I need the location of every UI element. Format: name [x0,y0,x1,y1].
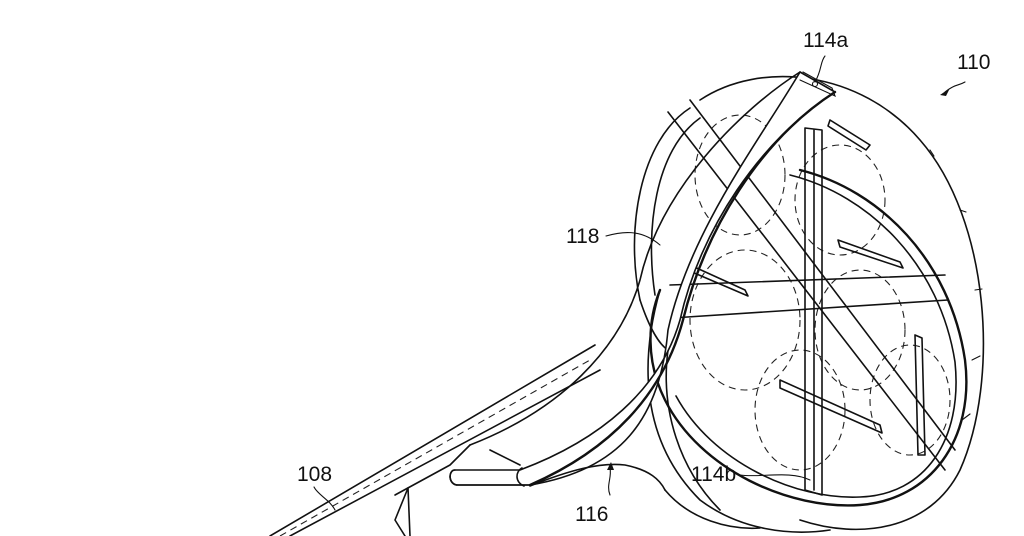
front-rim [647,168,968,533]
internal-rotors-hidden [689,114,951,471]
label-118: 118 [566,225,600,248]
label-114a: 114a [803,29,849,52]
leader-lines [313,55,966,511]
handle [269,344,601,536]
underside [529,463,761,530]
leader-118 [605,232,661,246]
label-110: 110 [957,51,991,74]
arrow-110 [940,88,950,96]
leader-108 [313,486,336,511]
strap [449,71,837,487]
cross-spokes [667,99,956,496]
label-114b: 114b [691,463,737,486]
leader-116 [608,467,611,496]
arrow-116 [607,462,614,470]
label-108: 108 [297,463,333,486]
leader-114a [814,55,826,83]
label-116: 116 [575,503,609,526]
leader-114b [739,474,811,481]
